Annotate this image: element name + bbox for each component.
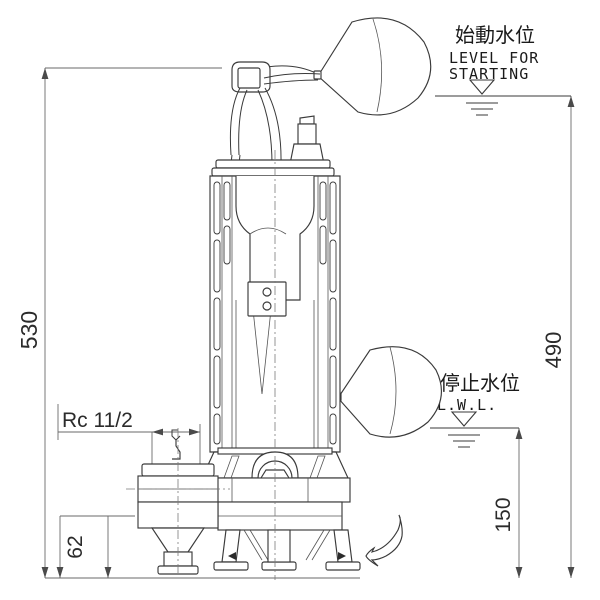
dimension-490-label: 490	[541, 332, 566, 369]
dimension-490: 490	[541, 96, 575, 578]
start-level-cjk-label: 始動水位	[455, 23, 535, 47]
callout-discharge-thread: Rc 11/2	[57, 404, 201, 472]
start-water-level-indicator: 始動水位 LEVEL FOR STARTING	[435, 23, 571, 116]
dimension-62: 62	[56, 515, 135, 578]
dimension-530-label: 530	[16, 311, 42, 349]
stop-water-level-indicator: 停止水位 L.W.L.	[430, 371, 520, 448]
dimension-150: 150	[492, 428, 523, 578]
stop-level-cjk-label: 停止水位	[440, 371, 520, 395]
rotation-arrow	[365, 514, 403, 567]
dimension-62-label: 62	[64, 535, 87, 558]
dimension-150-label: 150	[492, 497, 515, 532]
start-level-latin-line2: STARTING	[449, 65, 529, 83]
centerlines	[126, 150, 276, 580]
discharge-thread-label: Rc 11/2	[62, 409, 133, 432]
lifting-handle	[231, 61, 271, 93]
base-stand-legs	[213, 529, 361, 571]
dimension-530: 530	[16, 67, 360, 579]
stop-level-latin-line1: L.W.L.	[437, 396, 497, 414]
start-level-latin-line1: LEVEL FOR	[449, 49, 539, 67]
upper-float-switch	[251, 17, 432, 116]
